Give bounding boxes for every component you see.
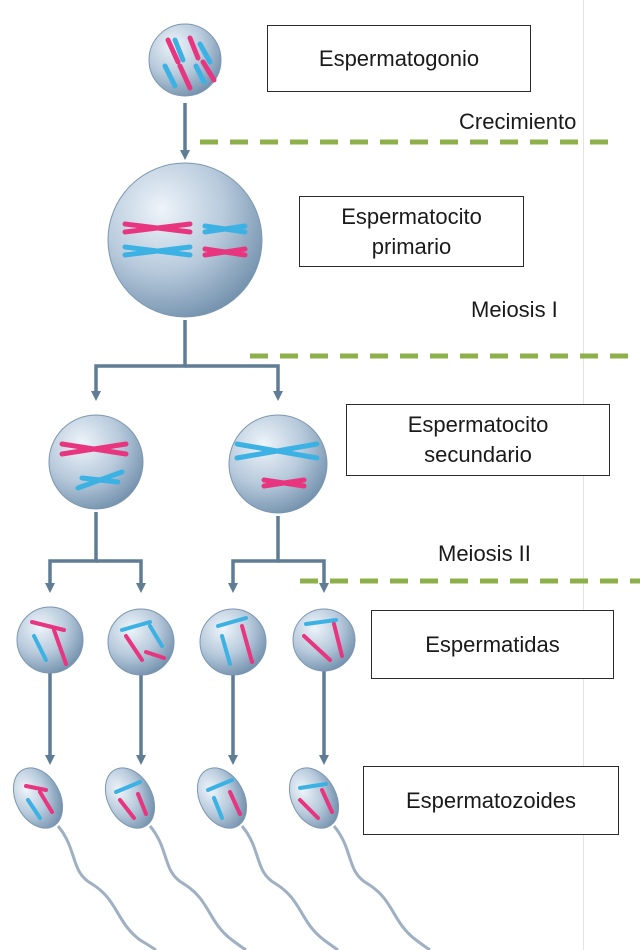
spermatid-cell-3 [199, 608, 267, 676]
spermatogonium-cell [148, 23, 222, 97]
secondary-spermatocyte-cell-left [48, 414, 144, 510]
arrow-primary-split-right [185, 364, 283, 401]
primary-spermatocyte-cell [107, 162, 263, 318]
label-primary-spermatocyte-line1: Espermatocito [341, 203, 482, 229]
arrow-secondary-right-split-right [278, 559, 329, 593]
arrow-secondary-right-split [228, 516, 280, 593]
label-spermatozoa: Espermatozoides [363, 766, 619, 835]
arrow-secondary-left-split-right [96, 559, 146, 593]
phase-label-meiosis-1: Meiosis I [471, 297, 558, 322]
lineage-arrows [45, 103, 329, 765]
label-primary-spermatocyte-line2: primario [371, 233, 452, 259]
spermatozoon-4 [288, 767, 431, 950]
label-spermatids-text: Espermatidas [425, 631, 560, 657]
label-spermatogonium-text: Espermatogonio [318, 45, 480, 71]
phase-dividers [200, 139, 640, 584]
spermatid-cell-4 [292, 608, 356, 672]
label-spermatozoa-text: Espermatozoides [406, 787, 576, 813]
arrow-primary-split [91, 320, 187, 401]
phase-label-growth: Crecimiento [459, 109, 577, 134]
label-secondary-spermatocyte-line2: secundario [424, 442, 532, 467]
spermatozoon-1 [12, 767, 157, 950]
label-secondary-spermatocyte: Espermatocito secundario [346, 404, 610, 476]
arrow-secondary-left-split [45, 512, 98, 593]
label-secondary-spermatocyte-line1: Espermatocito [407, 412, 549, 438]
label-spermatids: Espermatidas [371, 610, 614, 679]
spermatid-cell-1 [16, 606, 84, 674]
spermatozoon-2 [104, 767, 247, 950]
label-primary-spermatocyte: Espermatocito primario [299, 196, 524, 267]
label-spermatogonium: Espermatogonio [267, 25, 531, 92]
secondary-spermatocyte-cell-right [228, 414, 328, 514]
spermatozoon-3 [196, 767, 339, 950]
phase-label-meiosis-2: Meiosis II [438, 541, 531, 566]
spermatid-cell-2 [107, 608, 175, 676]
